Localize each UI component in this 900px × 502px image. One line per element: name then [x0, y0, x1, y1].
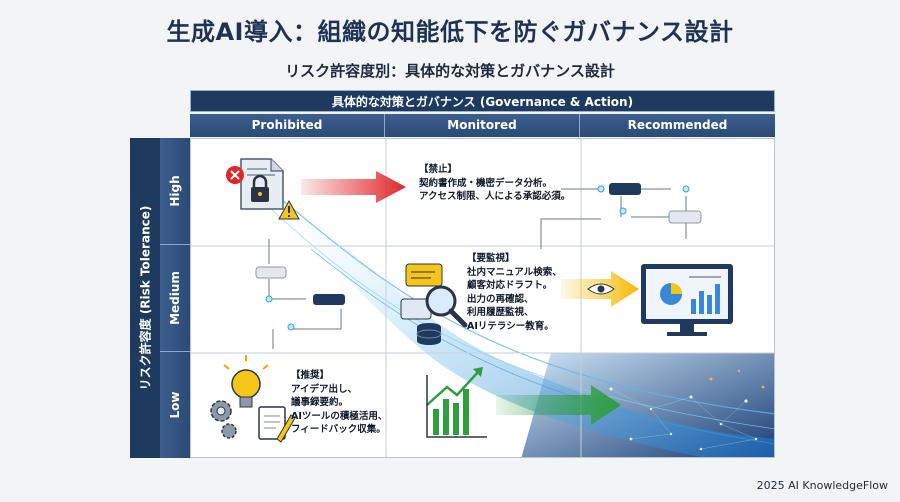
footer-credit: 2025 AI KnowledgeFlow	[756, 479, 888, 492]
gear-icon	[210, 400, 237, 439]
cell-low-heading: 【推奨】	[291, 370, 330, 381]
cell-high-line: アクセス制限、人による承認必須。	[419, 191, 571, 202]
matrix-illustration	[191, 139, 774, 457]
risk-tolerance-axis: リスク許容度 (Risk Tolerance)	[130, 138, 160, 458]
eye-icon	[587, 283, 615, 295]
cell-medium-line: 出力の再確認、	[467, 293, 534, 305]
cell-high-heading: 【禁止】	[419, 164, 458, 175]
cell-medium-line: AIリテラシー教育。	[467, 320, 554, 332]
search-chat-icon	[400, 263, 468, 345]
column-header-recommended: Recommended	[580, 114, 775, 137]
red-arrow	[301, 171, 406, 203]
cell-medium-line: 社内マニュアル検索、	[467, 266, 562, 278]
cell-medium-line: 利用履歴監視、	[467, 307, 534, 318]
cell-low-text: 【推奨】 アイデア出し、 議事録要約。 AIツールの積極活用、 フィードバック収…	[291, 369, 387, 437]
column-header-monitored: Monitored	[385, 114, 580, 137]
governance-header: 具体的な対策とガバナンス (Governance & Action)	[190, 90, 775, 112]
idea-bulb-icon	[223, 355, 269, 408]
cell-medium-heading: 【要監視】	[467, 253, 515, 264]
flow-node	[609, 183, 641, 195]
cell-low-line: 議事録要約。	[291, 397, 349, 408]
green-arrow	[496, 385, 621, 425]
flow-node	[313, 294, 345, 305]
column-header-prohibited: Prohibited	[190, 114, 385, 137]
risk-tolerance-label: リスク許容度 (Risk Tolerance)	[138, 205, 153, 391]
cell-low-line: アイデア出し、	[291, 383, 358, 395]
flow-node	[668, 210, 702, 224]
governance-matrix: 【禁止】 契約書作成・機密データ分析。 アクセス制限、人による承認必須。 【要監…	[190, 138, 775, 458]
locked-document-icon	[240, 158, 284, 210]
cell-low-line: AIツールの積極活用、	[291, 410, 388, 422]
cell-low-line: フィードバック収集。	[291, 424, 386, 435]
row-header-low: Low	[160, 352, 190, 458]
flow-node	[255, 266, 287, 279]
cell-high-line: 契約書作成・機密データ分析。	[419, 177, 553, 189]
page-title: 生成AI導入：組織の知能低下を防ぐガバナンス設計	[166, 18, 734, 46]
growth-chart-icon	[426, 367, 487, 438]
row-header-medium: Medium	[160, 245, 190, 352]
page-subtitle: リスク許容度別：具体的な対策とガバナンス設計	[285, 62, 615, 80]
notepad-icon	[258, 406, 296, 443]
cell-high-text: 【禁止】 契約書作成・機密データ分析。 アクセス制限、人による承認必須。	[419, 163, 570, 204]
warning-icon	[278, 199, 300, 220]
error-icon	[226, 166, 244, 184]
dashboard-monitor-icon	[641, 264, 733, 336]
row-header-high: High	[160, 138, 190, 245]
cell-medium-text: 【要監視】 社内マニュアル検索、 顧客対応ドラフト。 出力の再確認、 利用履歴監…	[467, 252, 562, 333]
cell-medium-line: 顧客対応ドラフト。	[467, 280, 553, 291]
